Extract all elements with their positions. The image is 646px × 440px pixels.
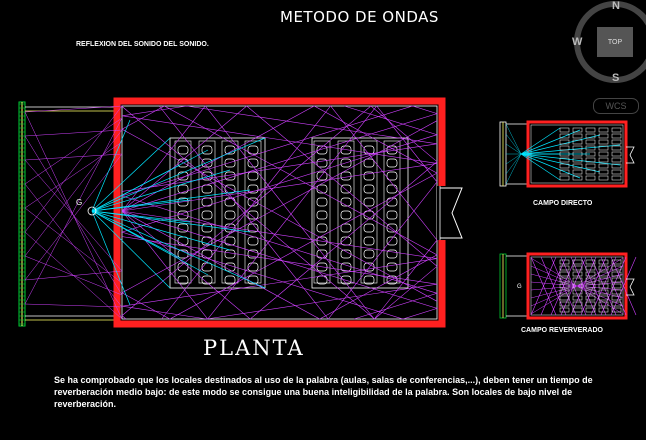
source-symbol-label: G — [76, 198, 83, 207]
reverberant-field-plan — [499, 252, 637, 320]
seating-block-right — [311, 137, 409, 289]
door-symbol — [437, 186, 463, 240]
screen-hatch — [19, 103, 25, 325]
plan-label: PLANTA — [203, 336, 305, 360]
viewcube-north[interactable]: N — [612, 0, 620, 12]
drawing-title: METODO DE ONDAS — [280, 8, 439, 26]
reverberant-rays — [530, 256, 637, 316]
sound-rays-main — [24, 105, 439, 320]
direct-field-caption: CAMPO DIRECTO — [533, 200, 593, 207]
direct-rays — [505, 123, 621, 185]
seat-grid-direct — [559, 127, 622, 181]
drawing-subtitle: REFLEXION DEL SONIDO DEL SONIDO. — [76, 41, 209, 48]
reverb-field-caption: CAMPO REVERVERADO — [521, 327, 603, 334]
seating-block-left — [169, 137, 266, 289]
main-hall-plan — [18, 97, 463, 328]
explanatory-note: Se ha comprobado que los locales destina… — [54, 375, 593, 409]
viewcube-south[interactable]: S — [612, 72, 620, 84]
ucs-menu-button[interactable]: WCS — [593, 98, 639, 114]
seat-grid-reverb — [559, 259, 622, 313]
direct-field-plan — [499, 120, 635, 188]
viewcube-ring[interactable] — [574, 1, 646, 83]
viewcube-west[interactable]: W — [572, 36, 583, 48]
source-symbol-label-small: G — [517, 284, 522, 290]
sound-source — [87, 206, 97, 216]
viewcube-top-face[interactable]: TOP — [597, 27, 633, 57]
